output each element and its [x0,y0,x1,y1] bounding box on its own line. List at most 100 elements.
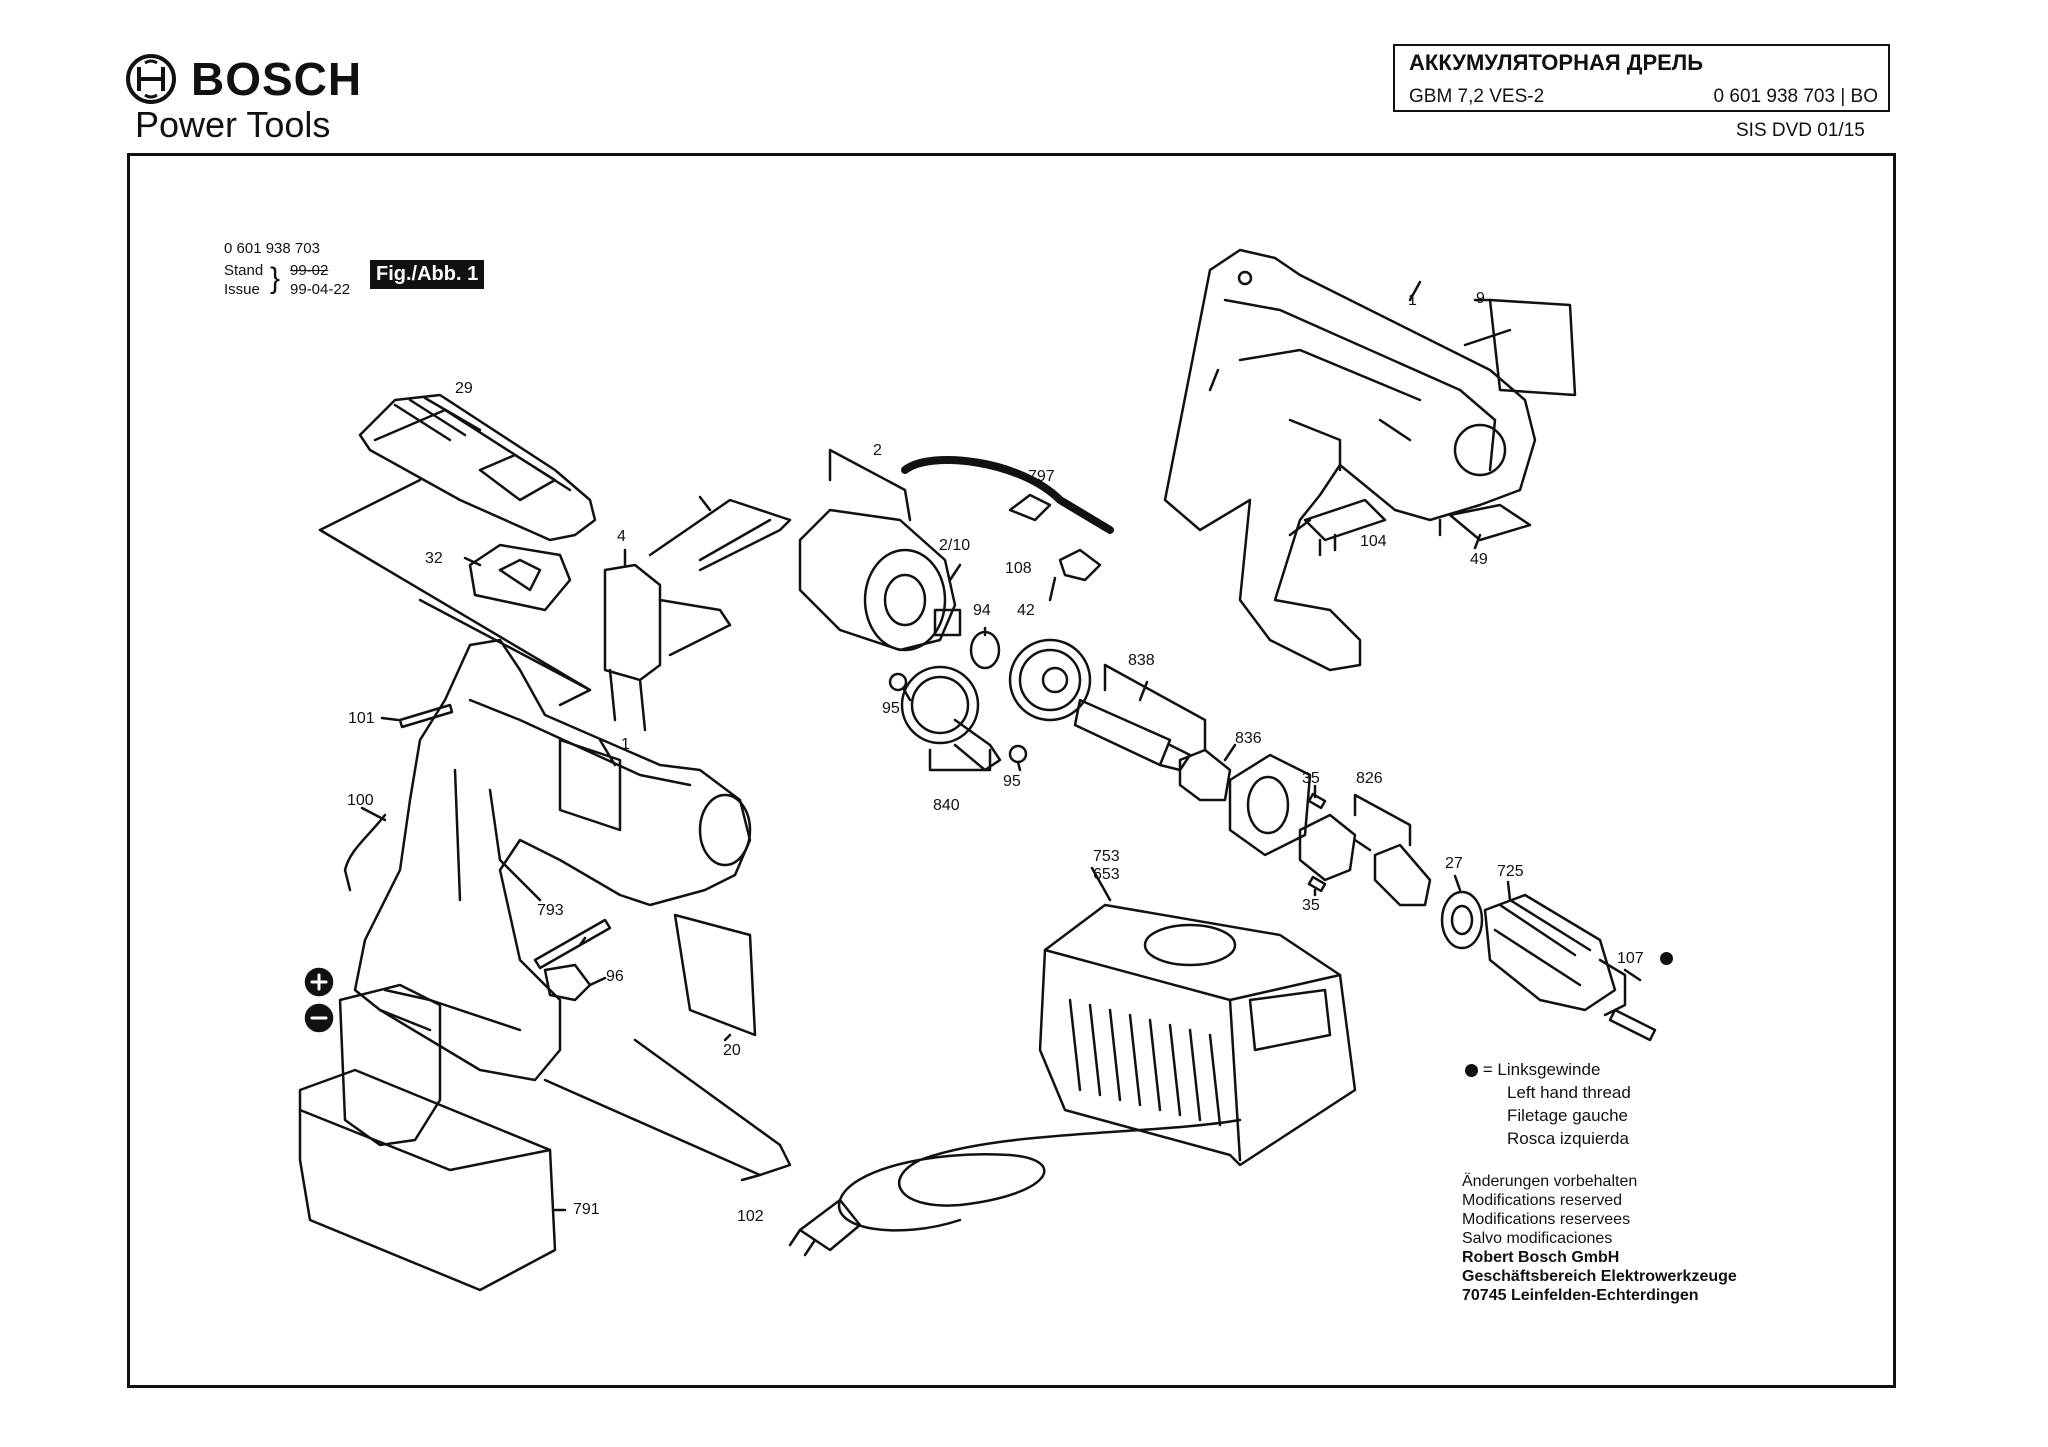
part-label-2: 2 [873,442,882,459]
part-label-27: 27 [1445,855,1463,872]
drill-housing-main [353,638,752,1082]
part-label-96: 96 [606,968,624,985]
brace: } [270,262,281,295]
part-label-9: 9 [1476,290,1485,307]
terminal-block-32 [468,543,572,612]
gear-840 [900,665,1002,772]
part-label-94: 94 [973,602,991,619]
document-title: АККУМУЛЯТОРНАЯ ДРЕЛЬ [1409,50,1704,75]
washer-95-a [888,672,908,692]
part-label-32: 32 [425,550,443,567]
legend-fr: Filetage gauche [1507,1106,1628,1125]
part-label-1a: 1 [1408,292,1417,309]
chuck-725 [1483,893,1627,1017]
part-label-791: 791 [573,1201,600,1218]
part-label-49: 49 [1470,551,1488,568]
part-label-725: 725 [1497,863,1524,880]
gear-42 [1008,638,1092,722]
stand-label: Stand [224,262,264,279]
screw-107 [1608,1008,1657,1042]
bearing-plate [1228,753,1312,857]
part-label-35a: 35 [1302,770,1320,787]
bit-793 [533,918,612,970]
part-label-653: 653 [1093,866,1120,883]
part-label-101: 101 [348,710,375,727]
legend-es: Rosca izquierda [1507,1129,1629,1148]
legend-row-de: = Linksgewinde [1465,1058,1631,1081]
clip-49 [1448,503,1532,542]
plate-20 [673,913,757,1037]
battery-pack-791 [298,983,557,1292]
part-label-95a: 95 [882,700,900,717]
legend-en: Left hand thread [1507,1083,1631,1102]
note-line-4: Salvo modificaciones [1462,1230,1613,1247]
legend-equals: = [1482,1060,1493,1079]
part-label-95b: 95 [1003,773,1021,790]
switch-4 [603,563,732,732]
note-line-7: 70745 Leinfelden-Echterdingen [1462,1287,1699,1304]
spindle-lock-826 [1298,813,1432,907]
charger-753 [1038,903,1357,1167]
bushing-94 [969,630,1001,670]
part-label-797: 797 [1028,468,1055,485]
part-label-20: 20 [723,1042,741,1059]
bosch-logo-icon [126,54,176,104]
part-label-1b: 1 [621,736,630,753]
pin-35-b [1307,875,1327,893]
seal-102 [543,1038,792,1177]
part-number: 0 601 938 703 | BO [1713,86,1878,107]
housing-half-right [1163,248,1537,672]
part-label-793: 793 [537,902,564,919]
part-label-840: 840 [933,797,960,814]
motor-2 [798,508,962,652]
part-label-826: 826 [1356,770,1383,787]
bit-holder-96 [543,963,592,1002]
part-label-29: 29 [455,380,473,397]
part-label-753: 753 [1093,848,1120,865]
wire-100 [343,813,387,892]
model-name: GBM 7,2 VES-2 [1409,86,1545,107]
part-label-42: 42 [1017,602,1035,619]
part-label-838: 838 [1128,652,1155,669]
note-line-5: Robert Bosch GmbH [1462,1249,1620,1266]
legend-dot-icon [1465,1064,1478,1078]
note-line-6: Geschäftsbereich Elektrowerkzeuge [1462,1268,1737,1285]
spindle-838 [1073,698,1192,772]
left-hand-thread-marker-icon [1660,952,1673,965]
figure-tag: Fig./Abb. 1 [370,260,485,289]
coupling-836 [1178,748,1232,802]
part-label-35b: 35 [1302,897,1320,914]
label-plate-9 [1488,298,1577,397]
plug [798,1198,862,1252]
part-label-836: 836 [1235,730,1262,747]
brand-block: BOSCH [125,52,362,106]
issue-label: Issue [224,281,260,298]
part-label-4: 4 [617,528,626,545]
subbrand: Power Tools [135,104,331,145]
plug-108 [1058,548,1102,582]
title-box: АККУМУЛЯТОРНАЯ ДРЕЛЬ GBM 7,2 VES-2 0 601… [1393,44,1890,112]
part-label-102: 102 [737,1208,764,1225]
cable-797 [901,456,1114,534]
issue-value: 99-04-22 [290,281,351,298]
notes-block: Änderungen vorbehalten Modifications res… [1462,1172,1737,1305]
brand-name: BOSCH [191,53,363,105]
power-cord [837,1118,1242,1232]
legend: = Linksgewinde Left hand thread Filetage… [1465,1058,1631,1150]
part-label-104: 104 [1360,533,1387,550]
note-line-1: Änderungen vorbehalten [1462,1173,1638,1190]
pin-35-a [1307,792,1327,810]
part-label-2-10: 2/10 [939,537,971,554]
note-line-3: Modifications reservees [1462,1211,1631,1228]
part-label-108: 108 [1005,560,1032,577]
sis-reference: SIS DVD 01/15 [1736,120,1865,141]
washer-95-b [1008,744,1028,764]
stand-value: 99-02 [290,262,329,279]
part-label-107: 107 [1617,950,1644,967]
battery-cover-29 [358,393,597,542]
bearing-27 [1440,890,1484,950]
figure-number: 0 601 938 703 [224,240,320,257]
part-label-100: 100 [347,792,374,809]
screw-101 [398,703,454,729]
